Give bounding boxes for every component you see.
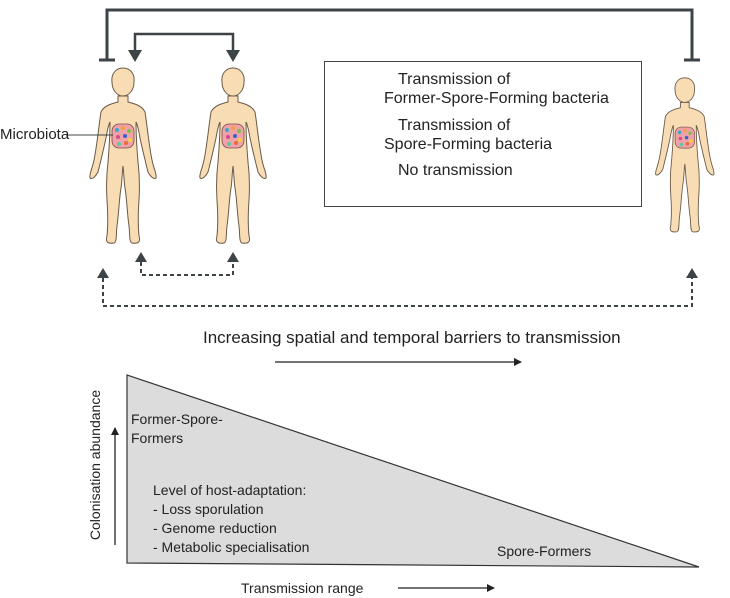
x-axis-label: Transmission range xyxy=(241,580,364,596)
human-figure-2 xyxy=(199,67,267,244)
human-figure-1 xyxy=(89,67,157,244)
spore-transmission-arrow-near xyxy=(135,252,239,276)
spore-formers-label: Spore-Formers xyxy=(497,543,592,559)
former-spore-transmission-arrow xyxy=(128,32,240,62)
adaptation-item-2: - Genome reduction xyxy=(153,520,277,536)
adaptation-title: Level of host-adaptation: xyxy=(153,482,307,498)
legend-former-line2: Former-Spore-Forming bacteria xyxy=(384,90,609,107)
human-figure-3 xyxy=(655,77,715,233)
legend-spore-line2: Spore-Forming bacteria xyxy=(384,136,553,153)
y-axis-label: Colonisation abundance xyxy=(87,390,103,540)
adaptation-item-3: - Metabolic specialisation xyxy=(153,539,310,555)
legend-former-line1: Transmission of xyxy=(398,71,511,88)
barrier-label: Increasing spatial and temporal barriers… xyxy=(203,328,621,347)
microbiota-label: Microbiota xyxy=(0,126,70,143)
former-spore-formers-line2: Formers xyxy=(131,430,184,446)
host-adaptation-triangle xyxy=(126,374,700,568)
legend-spore-line1: Transmission of xyxy=(398,117,511,134)
no-transmission-connector-far xyxy=(99,8,700,62)
spore-transmission-arrow-far xyxy=(97,268,698,307)
legend-box xyxy=(324,61,642,207)
legend-no-transmission: No transmission xyxy=(398,162,513,179)
former-spore-formers-line1: Former-Spore- xyxy=(131,411,223,427)
adaptation-item-1: - Loss sporulation xyxy=(153,501,264,517)
